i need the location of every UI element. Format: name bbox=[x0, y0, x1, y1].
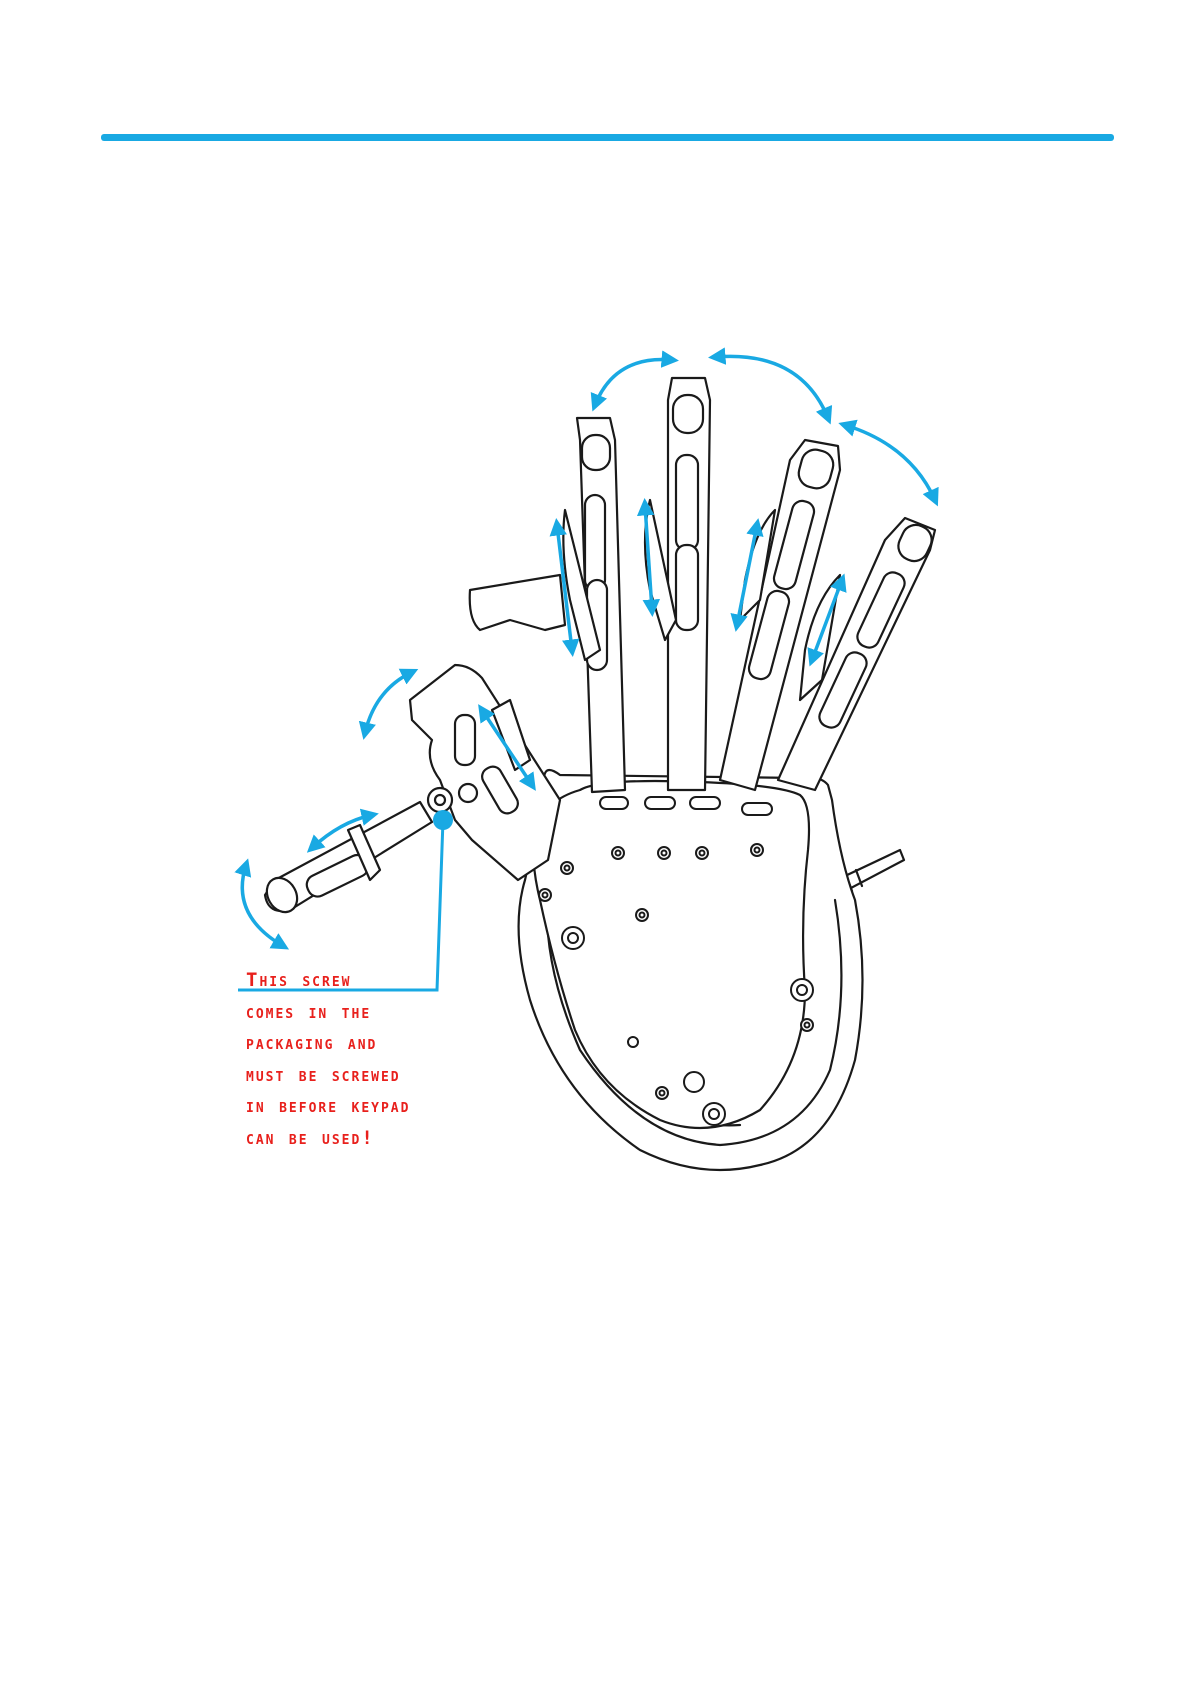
callout-line-5: in before keypad bbox=[246, 1091, 506, 1123]
keypad-stick bbox=[261, 802, 432, 918]
arrow-middle-ring bbox=[715, 356, 828, 418]
arrow-ring-little bbox=[845, 425, 935, 500]
arrow-thumb-rotate bbox=[365, 672, 412, 733]
middle-finger bbox=[645, 378, 710, 790]
callout-line-1: This screw bbox=[246, 965, 506, 997]
screw-callout-text: This screw comes in the packaging and mu… bbox=[246, 965, 506, 1154]
callout-line-4: must be screwed bbox=[246, 1060, 506, 1092]
callout-line-3: packaging and bbox=[246, 1028, 506, 1060]
callout-line-2: comes in the bbox=[246, 997, 506, 1029]
thumb bbox=[410, 665, 560, 880]
screw-location-marker bbox=[433, 810, 453, 830]
arrow-index-middle bbox=[595, 360, 672, 405]
index-finger bbox=[563, 418, 625, 792]
callout-line-6: can be used! bbox=[246, 1123, 506, 1155]
rear-clip bbox=[470, 575, 565, 630]
